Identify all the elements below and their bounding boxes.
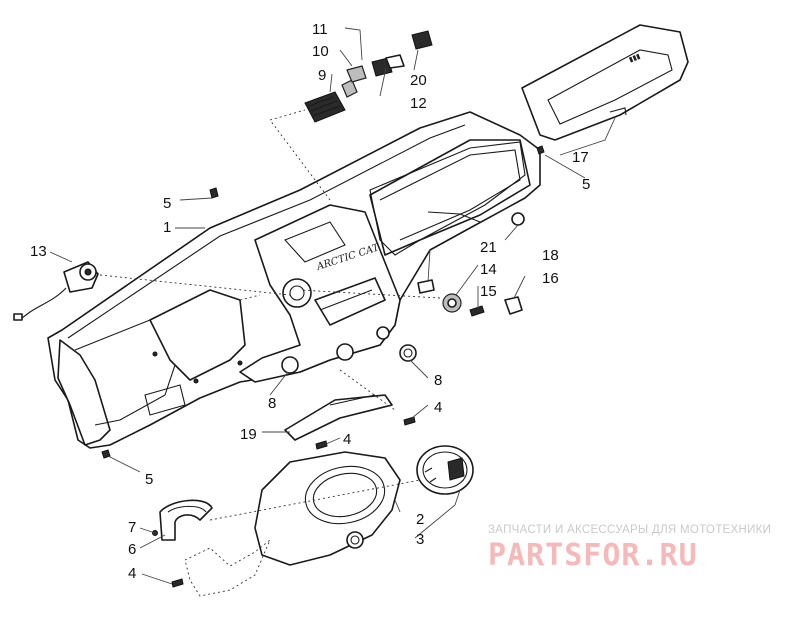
dash-panel: ARCTIC CAT — [47, 111, 541, 449]
callout-15: 15 — [480, 283, 497, 300]
watermark: ЗАПЧАСТИ И АКСЕССУАРЫ ДЛЯ МОТОТЕХНИКИ PA… — [488, 524, 788, 573]
callout-1: 1 — [163, 219, 171, 236]
callout-14: 14 — [480, 261, 497, 278]
trim-ring — [152, 499, 213, 541]
callout-5-bottom: 5 — [145, 471, 153, 488]
callout-11: 11 — [312, 21, 328, 38]
callout-20: 20 — [410, 72, 427, 89]
watermark-tagline: ЗАПЧАСТИ И АКСЕССУАРЫ ДЛЯ МОТОТЕХНИКИ — [488, 524, 772, 536]
callout-5-right: 5 — [582, 176, 590, 193]
callout-4-bottom: 4 — [128, 565, 136, 582]
callout-16: 16 — [542, 270, 559, 287]
harness-outline — [184, 539, 271, 597]
callout-18: 18 — [542, 247, 559, 264]
callout-8-right: 8 — [434, 372, 442, 389]
callout-12: 12 — [410, 95, 427, 112]
small-parts — [399, 212, 525, 362]
callout-4-right: 4 — [434, 399, 442, 416]
watermark-logo: PARTSFOR.RU — [488, 538, 698, 573]
callout-4-mid: 4 — [343, 431, 351, 448]
hood-badge: ▮▮▮ — [628, 52, 642, 64]
gauge-hood: ▮▮▮ — [521, 24, 689, 141]
ignition-switch — [13, 261, 99, 321]
callout-19: 19 — [240, 426, 257, 443]
callout-8-left: 8 — [268, 395, 276, 412]
callout-labels: 11 10 9 20 12 17 5 5 1 13 18 21 14 16 15… — [30, 21, 590, 582]
callout-3: 3 — [416, 531, 424, 548]
callout-13: 13 — [30, 243, 47, 260]
speedometer-gauge — [416, 445, 474, 495]
leader-lines — [49, 27, 616, 585]
callout-2: 2 — [416, 511, 424, 528]
mount-bracket — [101, 145, 545, 588]
gauge-bezel — [254, 451, 401, 566]
callout-6: 6 — [128, 541, 136, 558]
callout-10: 10 — [312, 43, 329, 60]
callout-7: 7 — [128, 519, 136, 536]
callout-21: 21 — [480, 239, 497, 256]
callout-5-top: 5 — [163, 195, 171, 212]
callout-17: 17 — [572, 149, 589, 166]
callout-9: 9 — [318, 67, 326, 84]
switch-cluster — [304, 30, 433, 123]
